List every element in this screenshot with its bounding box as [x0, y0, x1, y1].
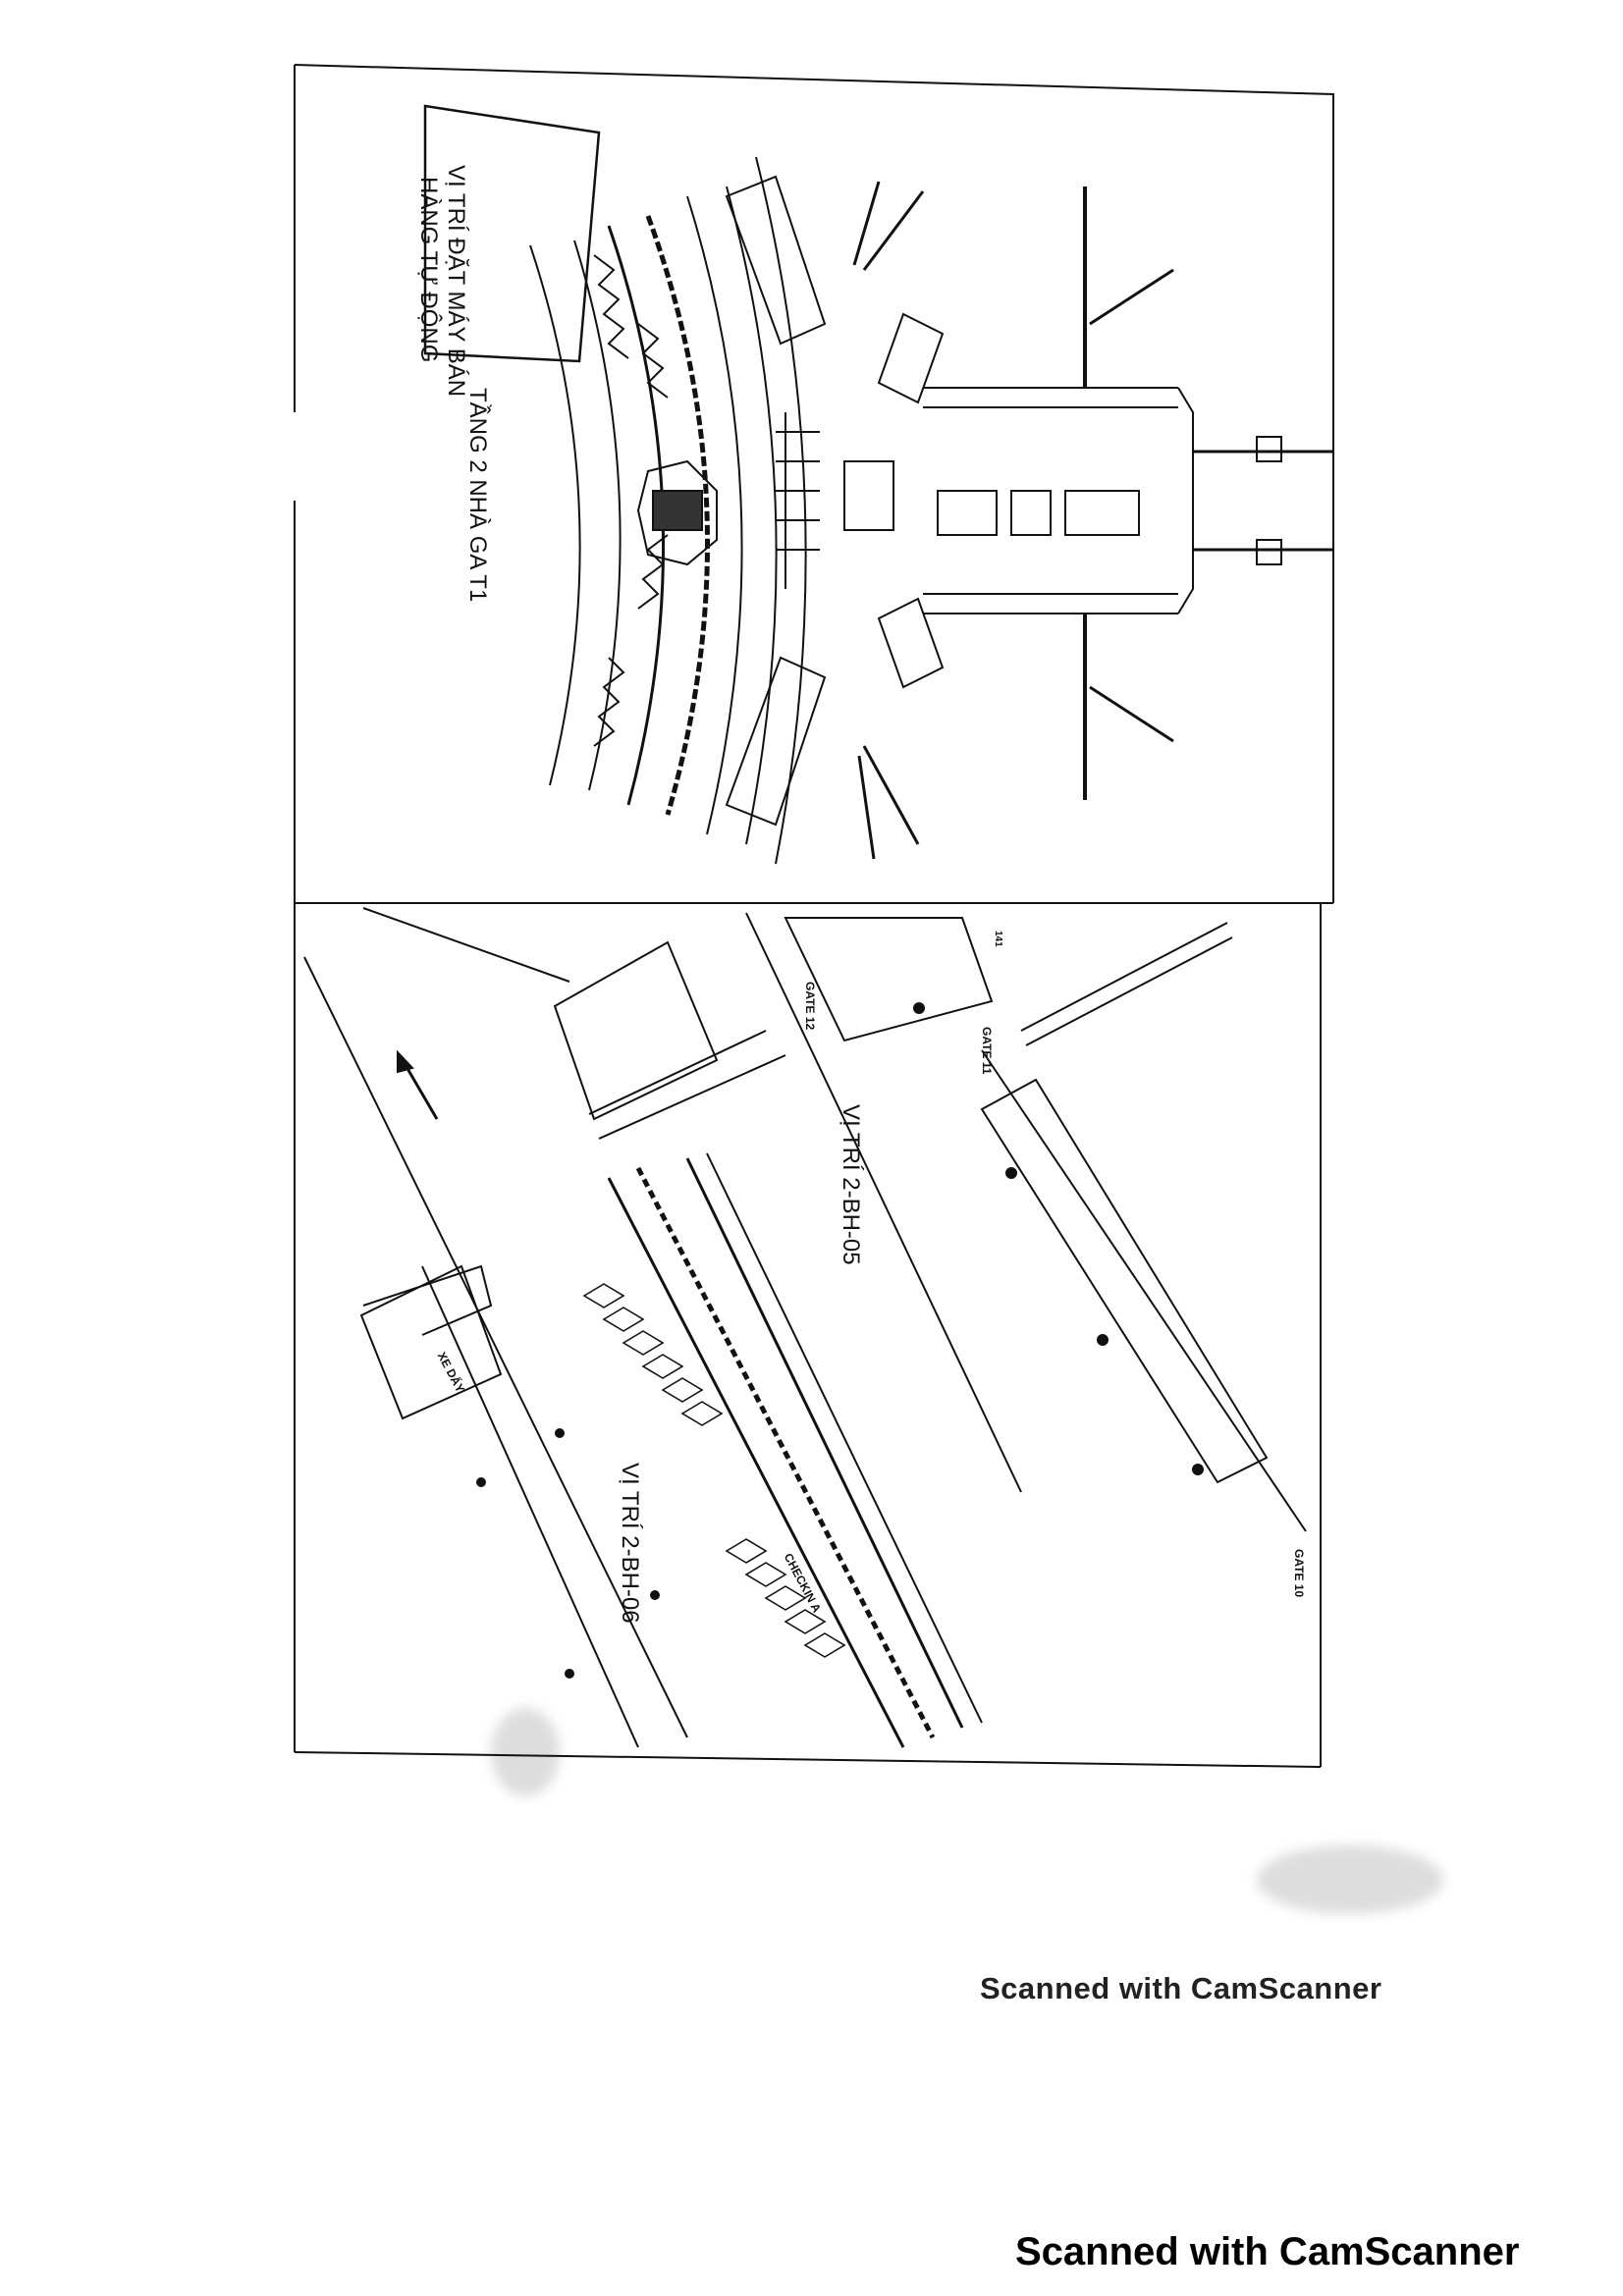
gate-10-label: GATE 10: [1292, 1549, 1306, 1598]
top-plan-frame: [294, 64, 1334, 904]
callout-line-1: VỊ TRÍ ĐẶT MÁY BÁN: [443, 165, 469, 398]
location-2-bh-05: VỊ TRÍ 2-BH-05: [838, 1104, 864, 1265]
gate-area-plan: [303, 907, 1307, 1748]
gate-small-label: 141: [993, 931, 1003, 947]
scan-stain: [491, 1708, 560, 1796]
location-2-bh-06: VỊ TRÍ 2-BH-06: [617, 1463, 643, 1624]
scan-stain: [1257, 1845, 1443, 1914]
camscanner-watermark: Scanned with CamScanner: [980, 1971, 1382, 2005]
central-pier: [725, 175, 1333, 860]
callout-box: [423, 104, 601, 363]
bottom-plan-frame: [294, 903, 1322, 1768]
gate-12-label: GATE 12: [803, 982, 817, 1031]
terminal-building: [529, 156, 807, 865]
floor-title: TẦNG 2 NHÀ GA T1: [464, 388, 491, 603]
gate-11-label: GATE 11: [980, 1027, 994, 1075]
callout-line-2: HÀNG TỰ ĐỘNG: [415, 177, 442, 363]
camscanner-watermark-footer: Scanned with CamScanner: [1015, 2230, 1520, 2273]
